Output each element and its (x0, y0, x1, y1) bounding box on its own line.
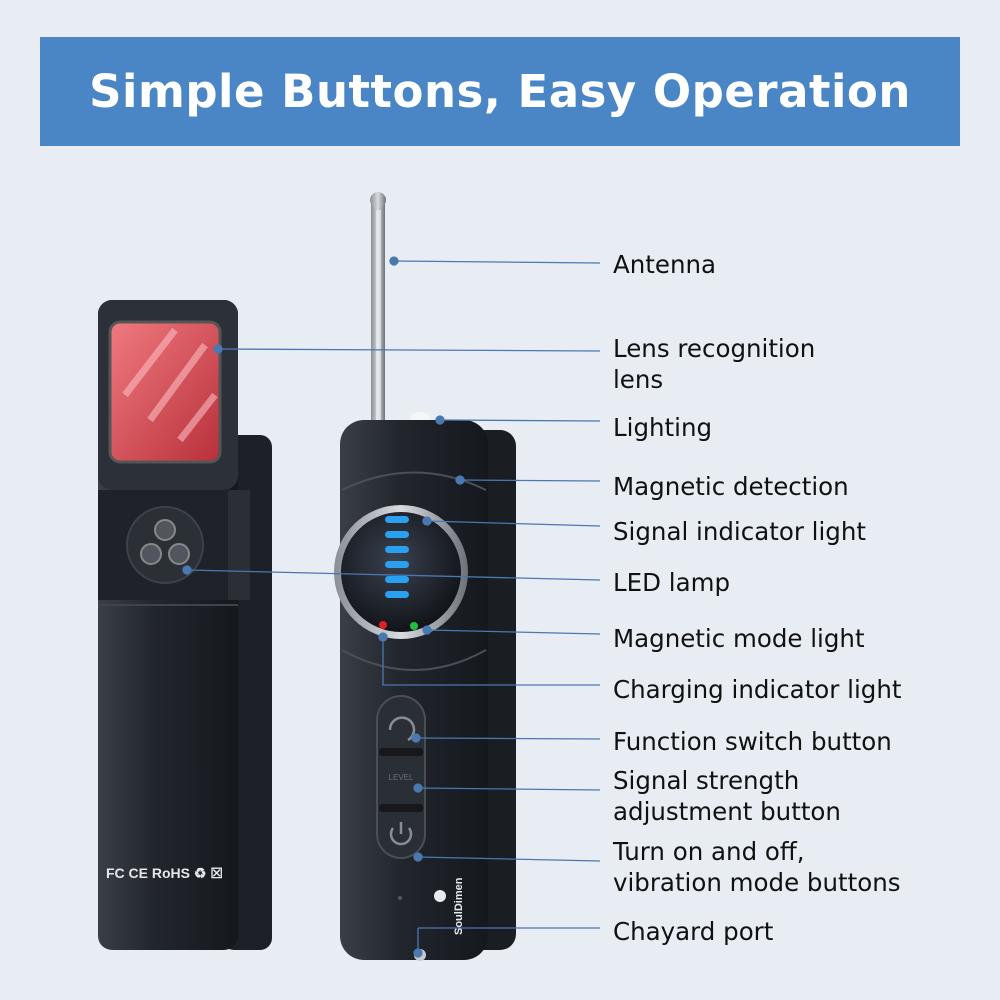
signal-led-6 (385, 591, 409, 598)
callout-line-signal-adjust (417, 787, 601, 791)
callout-dot-port (413, 948, 423, 958)
callout-dot-lighting (435, 415, 445, 425)
button-divider-1 (379, 748, 423, 756)
label-antenna: Antenna (613, 250, 717, 279)
label-power-vibration-buttons: Turn on and off, vibration mode buttons (613, 837, 901, 897)
callout-dot-led (182, 565, 192, 575)
magnetic-mode-led (410, 622, 418, 630)
callout-dot-function (411, 733, 421, 743)
callout-dot-charging (378, 632, 388, 642)
label-function-switch-button: Function switch button (613, 727, 892, 756)
label-signal-indicator-light: Signal indicator light (613, 517, 866, 546)
led-lamp-housing (126, 506, 204, 584)
lens-glare (122, 327, 218, 443)
callout-line-antenna (393, 260, 601, 264)
label-lens-recognition-lens: Lens recognition lens (613, 334, 816, 394)
callout-line-lens (217, 348, 601, 352)
signal-led-1 (385, 516, 409, 523)
signal-dial (341, 512, 461, 632)
signal-strength-adjustment-button[interactable]: LEVEL (389, 773, 414, 782)
callout-line-charging (382, 637, 600, 686)
left-device: FC CE RoHS ♻ ☒ (98, 300, 272, 950)
antenna-tip (370, 192, 386, 208)
led-lamp-bulb-2 (140, 543, 162, 565)
label-magnetic-mode-light: Magnetic mode light (613, 624, 865, 653)
power-icon (389, 827, 413, 846)
title-banner: Simple Buttons, Easy Operation (40, 37, 960, 146)
label-signal-strength-adjustment-button: Signal strength adjustment button (613, 766, 841, 826)
right-device: LEVEL SoulDimen (334, 192, 516, 961)
label-lighting: Lighting (613, 413, 713, 442)
page-title: Simple Buttons, Easy Operation (89, 65, 911, 118)
antenna-highlight (376, 210, 381, 420)
callout-line-power (417, 856, 601, 862)
callout-line-function (415, 737, 601, 740)
signal-led-3 (385, 546, 409, 553)
callout-dot-antenna (389, 256, 399, 266)
callout-dot-magnetic (455, 475, 465, 485)
button-divider-2 (379, 804, 423, 812)
power-button[interactable] (389, 822, 413, 846)
callout-line-magnetic-mode (426, 629, 601, 635)
led-lamp-bulb-1 (154, 519, 176, 541)
signal-led-2 (385, 531, 409, 538)
label-led-lamp: LED lamp (613, 568, 731, 597)
callout-line-lighting (439, 419, 601, 422)
callout-dot-power (413, 852, 423, 862)
signal-led-4 (385, 561, 409, 568)
callout-dot-signal (422, 516, 432, 526)
left-device-grip (228, 490, 250, 600)
callout-dot-lens (213, 344, 223, 354)
callout-dot-signal-adjust (413, 783, 423, 793)
callout-lines (182, 256, 601, 958)
callout-line-signal (426, 520, 601, 527)
signal-led-5 (385, 576, 409, 583)
certification-marks: FC CE RoHS ♻ ☒ (106, 865, 223, 881)
label-magnetic-detection: Magnetic detection (613, 472, 849, 501)
label-charging-indicator-light: Charging indicator light (613, 675, 902, 704)
brand-label: SoulDimen (453, 877, 465, 935)
led-lamp-bulb-3 (168, 543, 190, 565)
callout-line-led (186, 569, 601, 581)
microphone-hole (398, 896, 402, 900)
top-contour (341, 471, 487, 491)
callout-dot-magnetic-mode (422, 625, 432, 635)
brand-logo (434, 890, 446, 902)
charging-indicator-led (379, 621, 387, 629)
bottom-contour (341, 649, 487, 671)
callout-line-magnetic (459, 479, 601, 482)
label-chayard-port: Chayard port (613, 917, 774, 946)
